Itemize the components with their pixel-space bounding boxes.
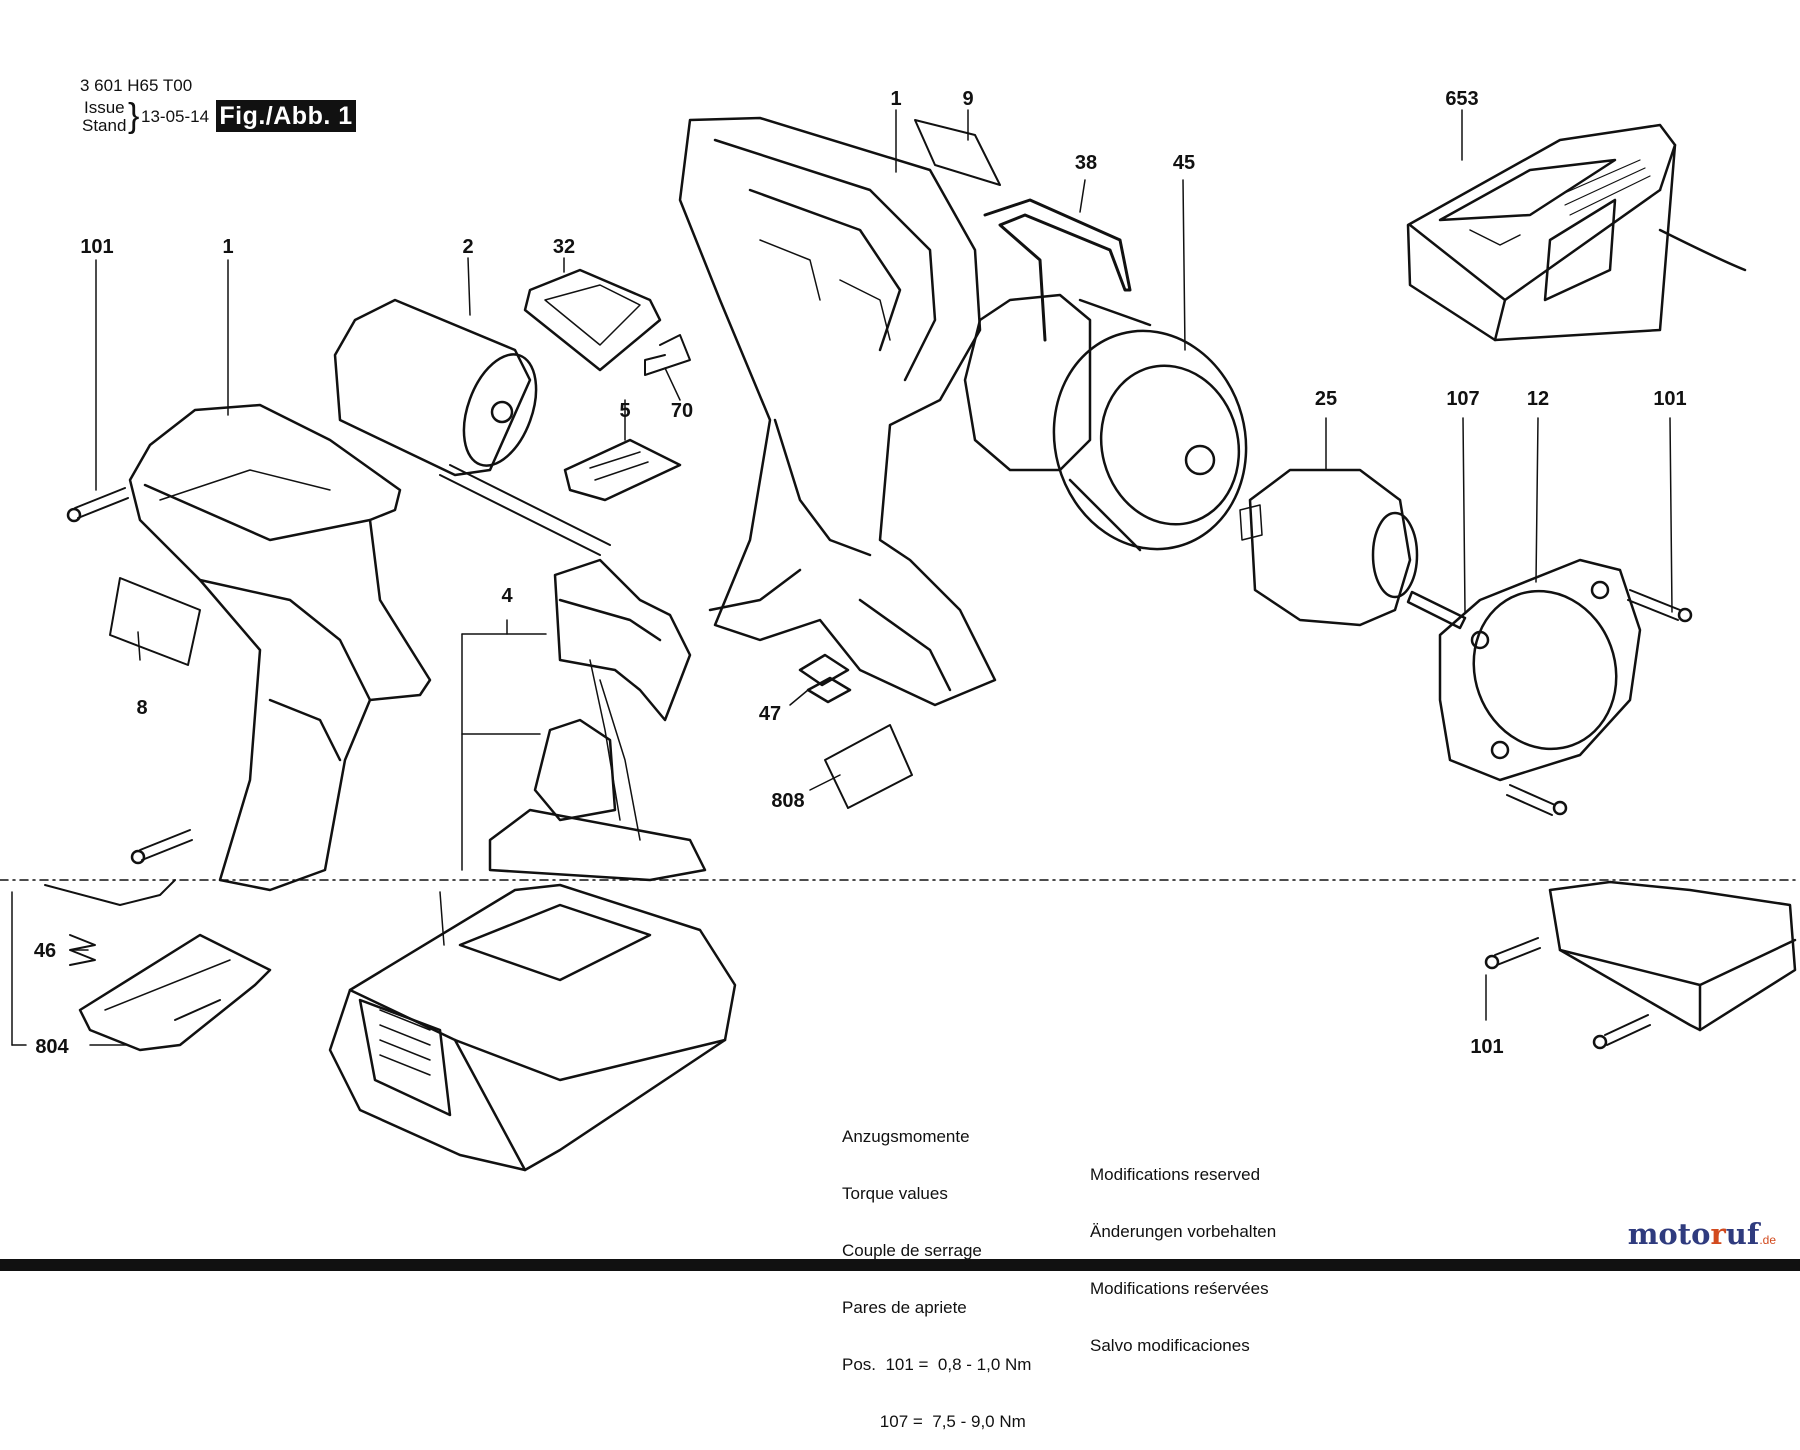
- callout-46: 46: [33, 940, 57, 962]
- callout-107: 107: [1446, 388, 1480, 410]
- torque-line-1: Anzugsmomente: [842, 1127, 970, 1146]
- stand-label: Stand: [82, 116, 127, 135]
- part-number: 3 601 H65 T00: [80, 76, 193, 95]
- modification-line-1: Modifications reserved: [1090, 1165, 1261, 1184]
- callout-101-bottom: 101: [1470, 1036, 1504, 1058]
- charger-drawing: [1406, 123, 1747, 342]
- housing-shell-drawing: [678, 116, 997, 707]
- label-9-drawing: [914, 119, 1001, 186]
- figure-label: Fig./Abb. 1: [216, 100, 356, 132]
- torque-line-2: Torque values: [842, 1184, 948, 1203]
- issue-date: 13-05-14: [141, 107, 210, 126]
- label-8-drawing: [109, 577, 201, 666]
- callout-1-left: 1: [222, 236, 234, 258]
- issue-label: Issue: [84, 98, 125, 117]
- watermark-part-3: uf: [1725, 1217, 1760, 1251]
- callout-5: 5: [619, 400, 631, 422]
- callout-38: 38: [1074, 152, 1098, 174]
- watermark-tld: .de: [1759, 1233, 1776, 1247]
- battery-pack-drawing: [328, 883, 737, 1172]
- contact-plate-drawing: [44, 879, 272, 1052]
- diagram-drawing: [0, 109, 1800, 1172]
- torque-line-3: Couple de serrage: [842, 1241, 982, 1260]
- callout-804: 804: [35, 1036, 69, 1058]
- screws-101-drawing: [66, 487, 1693, 1050]
- torque-line-6: 107 = 7,5 - 9,0 Nm: [842, 1412, 1026, 1431]
- callout-4: 4: [501, 585, 513, 607]
- side-housing-drawing: [128, 403, 432, 892]
- callout-2: 2: [462, 236, 474, 258]
- watermark-logo: motoruf.de: [1628, 1217, 1776, 1251]
- callout-32: 32: [552, 236, 576, 258]
- modification-line-2: Änderungen vorbehalten: [1090, 1222, 1277, 1241]
- gearbox-drawing: [963, 293, 1248, 552]
- small-parts-drawing: [523, 268, 691, 502]
- callout-47: 47: [758, 703, 782, 725]
- callout-101-left: 101: [80, 236, 114, 258]
- parts-47-808-drawing: [798, 653, 913, 809]
- callout-12: 12: [1526, 388, 1550, 410]
- watermark-part-1: moto: [1627, 1217, 1711, 1251]
- spring-clip-drawing: [983, 198, 1132, 342]
- callout-1-housing: 1: [890, 88, 902, 110]
- brace-glyph: }: [128, 97, 140, 135]
- callout-101-right: 101: [1653, 388, 1687, 410]
- motor-drawing: [333, 298, 611, 556]
- modification-line-3: Modifications reśervées: [1090, 1279, 1269, 1298]
- modification-notes: Modifications reserved Änderungen vorbeh…: [1090, 1127, 1276, 1374]
- screw-107-drawing: [1406, 590, 1467, 630]
- chuck-drawing: [1239, 468, 1419, 627]
- modification-line-4: Salvo modificaciones: [1090, 1336, 1250, 1355]
- callout-45: 45: [1172, 152, 1196, 174]
- callout-25: 25: [1314, 388, 1338, 410]
- exploded-parts-diagram: 3 601 H65 T00 Issue Stand } 13-05-14 Fig…: [0, 76, 1800, 1431]
- leader-lines: [11, 109, 1673, 1046]
- gear-cover-drawing: [1438, 558, 1642, 782]
- footer-bar: [0, 1259, 1800, 1271]
- battery-adapter-drawing: [1548, 880, 1797, 1032]
- watermark-part-2: r: [1710, 1217, 1726, 1251]
- callout-8: 8: [136, 697, 148, 719]
- callout-9: 9: [962, 88, 974, 110]
- torque-line-5: Pos. 101 = 0,8 - 1,0 Nm: [842, 1355, 1032, 1374]
- callout-653: 653: [1445, 88, 1479, 110]
- callout-70: 70: [670, 400, 694, 422]
- torque-line-4: Pares de apriete: [842, 1298, 967, 1317]
- callout-808: 808: [771, 790, 805, 812]
- switch-drawing: [488, 558, 707, 882]
